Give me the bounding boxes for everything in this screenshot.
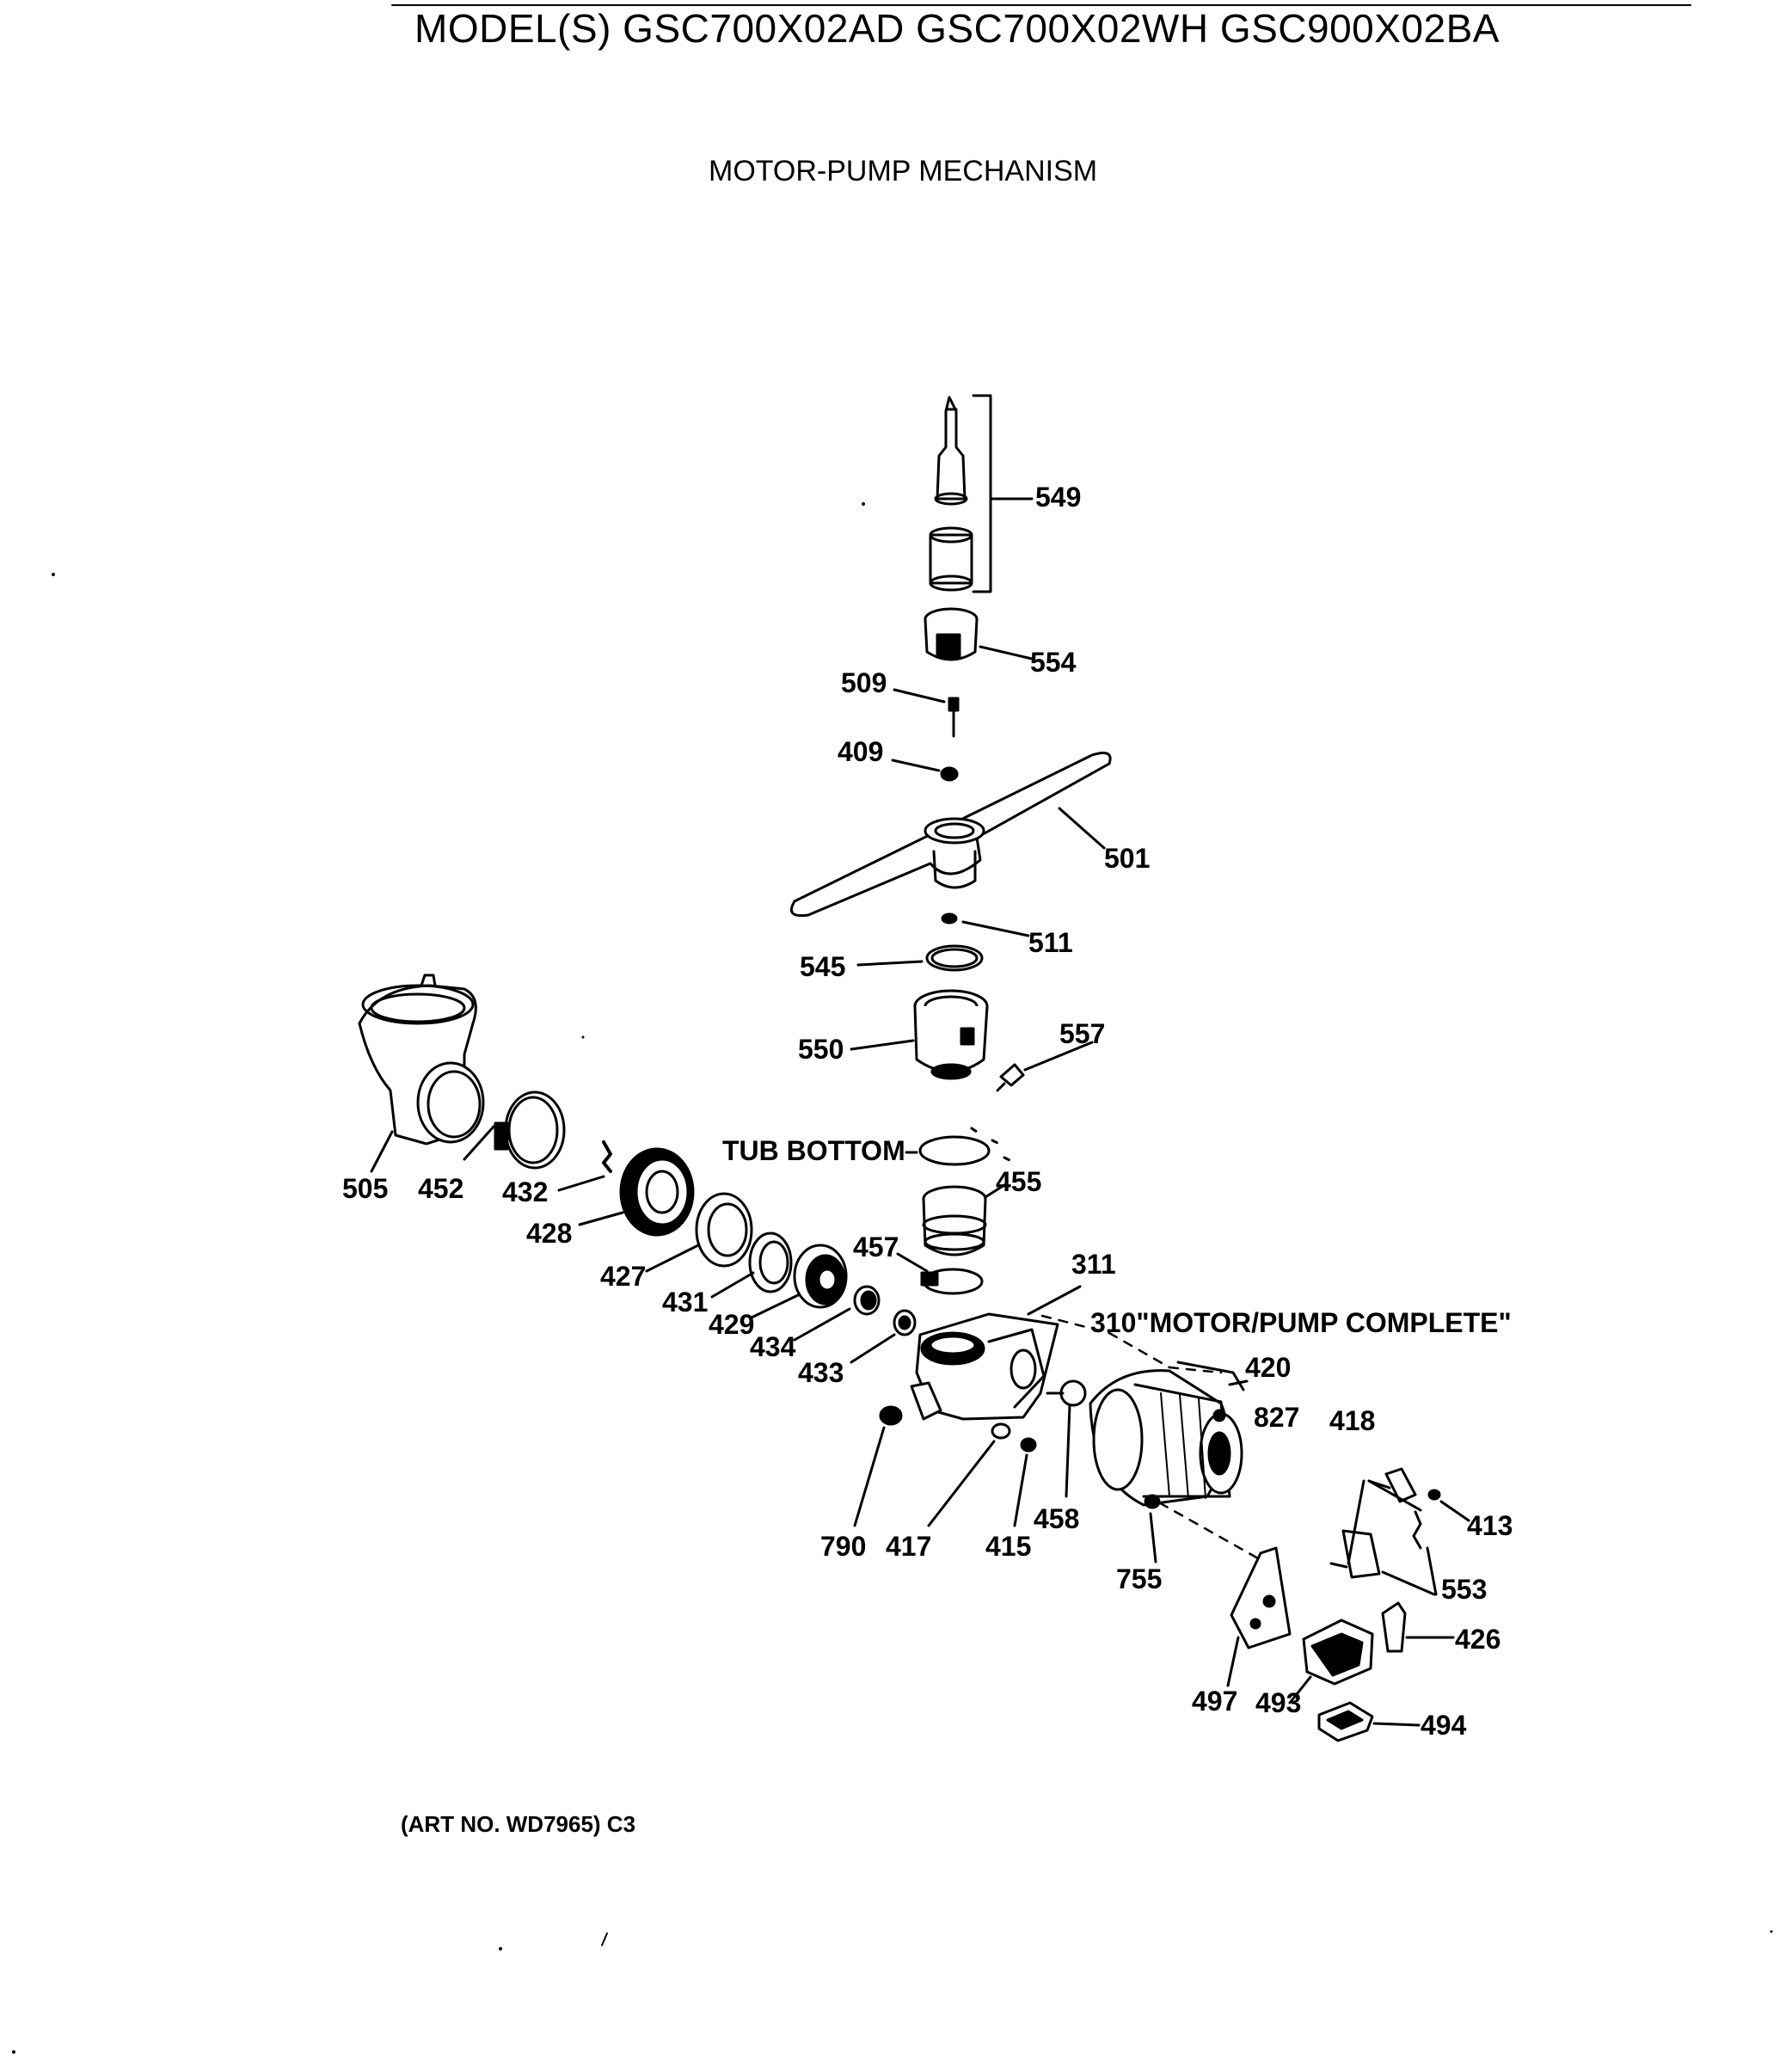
- callout-557: 557: [1059, 1018, 1106, 1049]
- callout-427: 427: [600, 1261, 647, 1292]
- ring-part: [856, 944, 984, 972]
- nut-part: [891, 759, 959, 782]
- pump-body-part: [910, 1285, 1082, 1421]
- section-title: MOTOR-PUMP MECHANISM: [709, 155, 1098, 187]
- motor-part: [1089, 1369, 1243, 1507]
- spray-tube-part: [929, 394, 1034, 593]
- fitting-790-part: [853, 1405, 903, 1527]
- callout-434: 434: [750, 1331, 796, 1362]
- callout-827: 827: [1254, 1402, 1300, 1433]
- clamp-457-part: [896, 1252, 984, 1295]
- callout-tub-bottom: TUB BOTTOM: [722, 1135, 905, 1166]
- impeller-part: [750, 1244, 848, 1319]
- callout-493: 493: [1255, 1687, 1302, 1718]
- callout-415: 415: [985, 1531, 1032, 1562]
- callout-553: 553: [1441, 1574, 1488, 1605]
- callout-457: 457: [853, 1232, 899, 1262]
- pump-housing-part: [850, 989, 989, 1080]
- washer-417-part: [927, 1422, 1011, 1527]
- spray-arm-part: [790, 752, 1112, 918]
- callout-511: 511: [1028, 927, 1073, 958]
- callout-501: 501: [1104, 843, 1151, 874]
- seal-434-part: [793, 1285, 881, 1342]
- spring-part: [557, 1140, 612, 1192]
- screw-part: [893, 688, 960, 738]
- screw-755-part: [1144, 1494, 1161, 1563]
- clamp-452-part: [463, 1090, 566, 1170]
- callout-452: 452: [418, 1173, 464, 1204]
- callout-550: 550: [798, 1034, 844, 1065]
- callout-420: 420: [1245, 1352, 1292, 1383]
- ring-433-part: [850, 1309, 917, 1364]
- callout-409: 409: [838, 736, 884, 767]
- seal-458-part: [1046, 1379, 1087, 1498]
- callout-458: 458: [1034, 1503, 1080, 1534]
- callout-413: 413: [1467, 1510, 1513, 1541]
- pin-426-part: [1381, 1601, 1455, 1653]
- callout-433: 433: [798, 1357, 844, 1388]
- wire-420-part: [1176, 1361, 1249, 1391]
- art-number: (ART NO. WD7965) C3: [401, 1811, 636, 1837]
- tub-bottom-marker: [905, 1127, 1013, 1166]
- callout-426: 426: [1455, 1624, 1501, 1655]
- callout-417: 417: [886, 1531, 932, 1562]
- ring-431-part: [710, 1232, 793, 1299]
- callout-310-motor-pump-complete: 310"MOTOR/PUMP COMPLETE": [1090, 1307, 1512, 1338]
- washer-415-part: [1013, 1437, 1037, 1527]
- solenoid-493-part: [1288, 1619, 1374, 1705]
- gasket-427-part: [645, 1192, 753, 1273]
- block-494-part: [1317, 1701, 1421, 1742]
- screw-827-part: [1212, 1409, 1226, 1422]
- callout-418: 418: [1329, 1405, 1376, 1436]
- callout-755: 755: [1116, 1563, 1163, 1594]
- bracket-497-part: [1226, 1546, 1292, 1687]
- model-numbers-heading: MODEL(S) GSC700X02AD GSC700X02WH GSC900X…: [414, 6, 1500, 51]
- callout-545: 545: [800, 951, 846, 982]
- callout-549: 549: [1035, 482, 1082, 513]
- small-ring-part: [941, 912, 1030, 937]
- filter-part: [578, 1147, 695, 1237]
- coupling-part: [924, 607, 1034, 661]
- callout-432: 432: [502, 1176, 549, 1207]
- callout-505: 505: [342, 1173, 389, 1204]
- callout-431: 431: [662, 1287, 709, 1318]
- callout-494: 494: [1421, 1710, 1467, 1741]
- callout-455: 455: [996, 1166, 1042, 1197]
- bracket-418-part: [1329, 1467, 1470, 1596]
- callout-428: 428: [526, 1218, 573, 1249]
- bellows-part: [922, 1183, 1006, 1256]
- clip-part: [996, 1041, 1094, 1092]
- sump-inlet-part: [358, 974, 485, 1173]
- callout-311: 311: [1071, 1249, 1116, 1280]
- callout-497: 497: [1192, 1686, 1238, 1717]
- callout-790: 790: [820, 1531, 867, 1562]
- callout-509: 509: [841, 667, 887, 698]
- callout-429: 429: [709, 1309, 755, 1340]
- callout-554: 554: [1030, 647, 1077, 678]
